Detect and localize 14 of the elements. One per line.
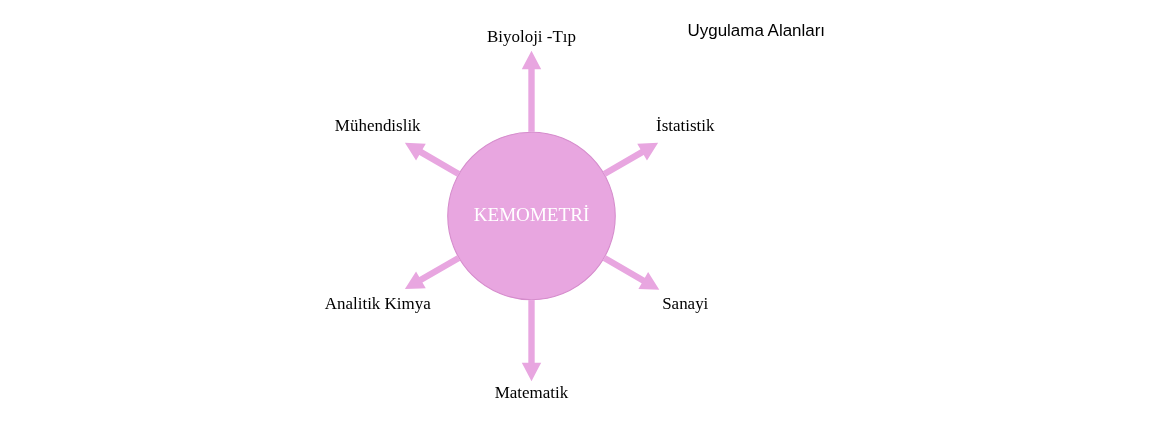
arrow	[521, 50, 542, 132]
arrow	[602, 255, 660, 290]
node-text: Mühendislik	[334, 116, 421, 136]
node-text: İstatistik	[656, 116, 715, 136]
node-text: Matematik	[494, 382, 569, 402]
arrow	[404, 142, 461, 177]
arrow	[404, 255, 461, 290]
node-text: Sanayi	[662, 293, 709, 313]
node-text: Biyoloji -Tıp	[486, 27, 577, 47]
node-circle: KEMOMETRİ	[447, 131, 616, 301]
arrow	[602, 142, 659, 177]
label: Uygulama Alanları	[687, 20, 826, 40]
arrow	[521, 300, 542, 382]
node-text: Analitik Kimya	[324, 293, 431, 313]
